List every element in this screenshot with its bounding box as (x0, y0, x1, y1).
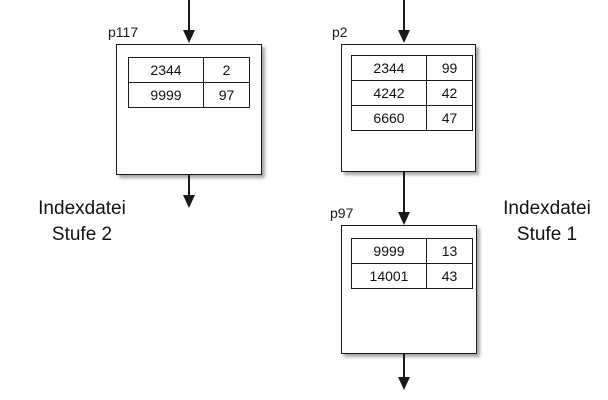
arrow-into-p117-head (183, 30, 195, 43)
entry-pointer: 97 (203, 82, 250, 108)
caption-left-line1: Indexdatei (38, 198, 126, 219)
caption-right-line1: Indexdatei (503, 198, 591, 219)
node-label-p117: p117 (108, 24, 139, 40)
arrow-into-p2-shaft (403, 0, 405, 32)
entry-key: 2344 (128, 57, 204, 83)
caption-right-line2: Stufe 1 (516, 224, 578, 245)
arrow-p2-to-p97-shaft (403, 172, 405, 214)
caption-right: Indexdatei Stufe 1 (492, 196, 602, 248)
arrow-into-p117-shaft (188, 0, 190, 32)
caption-left: Indexdatei Stufe 2 (22, 196, 142, 248)
arrow-into-p2-head (398, 30, 410, 43)
table-row[interactable]: 9999 97 (128, 82, 250, 108)
arrow-out-of-p97-head (398, 377, 410, 390)
table-row[interactable]: 6660 47 (351, 105, 473, 131)
entry-table-p117: 2344 2 9999 97 (128, 57, 250, 108)
node-label-p2: p2 (332, 24, 348, 40)
table-row[interactable]: 2344 2 (128, 57, 250, 83)
entry-key: 2344 (351, 55, 427, 81)
entry-pointer: 99 (426, 55, 473, 81)
entry-key: 6660 (351, 105, 427, 131)
entry-pointer: 2 (203, 57, 250, 83)
table-row[interactable]: 4242 42 (351, 80, 473, 106)
entry-pointer: 47 (426, 105, 473, 131)
entry-table-p97: 9999 13 14001 43 (351, 238, 473, 289)
arrow-out-of-p117-head (183, 195, 195, 208)
entry-pointer: 43 (426, 263, 473, 289)
table-row[interactable]: 14001 43 (351, 263, 473, 289)
entry-table-p2: 2344 99 4242 42 6660 47 (351, 55, 473, 131)
entry-key: 9999 (128, 82, 204, 108)
entry-pointer: 13 (426, 238, 473, 264)
entry-key: 9999 (351, 238, 427, 264)
arrow-out-of-p117-shaft (188, 175, 190, 197)
arrow-out-of-p97-shaft (403, 354, 405, 379)
table-row[interactable]: 9999 13 (351, 238, 473, 264)
entry-key: 4242 (351, 80, 427, 106)
arrow-p2-to-p97-head (398, 212, 410, 225)
node-label-p97: p97 (330, 205, 354, 221)
entry-key: 14001 (351, 263, 427, 289)
table-row[interactable]: 2344 99 (351, 55, 473, 81)
entry-pointer: 42 (426, 80, 473, 106)
caption-left-line2: Stufe 2 (51, 224, 113, 245)
